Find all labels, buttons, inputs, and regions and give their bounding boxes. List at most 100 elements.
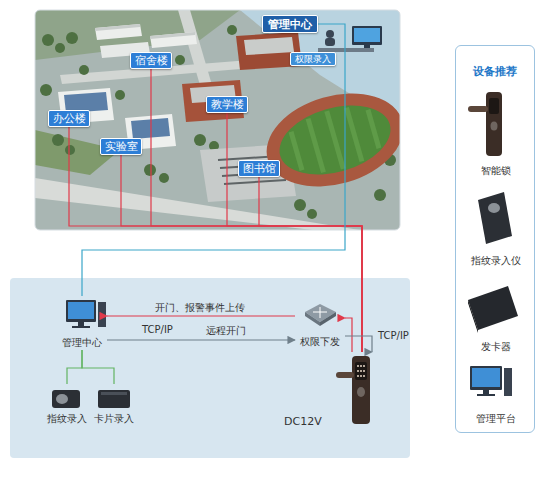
art-part — [363, 370, 365, 372]
art-part — [79, 65, 89, 75]
art-part — [52, 390, 80, 408]
art-part — [256, 78, 400, 201]
node-label: 卡片录入 — [94, 412, 134, 426]
node-label: 设备推荐 — [456, 64, 534, 79]
art-part — [224, 180, 286, 184]
node-label: 智能锁 — [481, 164, 511, 178]
art-part — [244, 37, 294, 55]
art-part — [489, 98, 499, 114]
art-part — [68, 302, 94, 319]
art-part — [470, 366, 502, 390]
art-part — [150, 32, 195, 39]
edge-label: 开门、报警事件上传 — [155, 301, 245, 315]
building-tag: 办公楼 — [48, 110, 90, 127]
art-part — [357, 375, 359, 377]
connector — [107, 339, 295, 340]
art-part — [307, 209, 317, 219]
building-tag: 宿舍楼 — [130, 52, 172, 69]
node-label: 宿舍楼 — [135, 53, 168, 68]
connector — [121, 155, 362, 352]
art-part — [347, 108, 362, 162]
protocol-label: TCP/IP — [142, 324, 173, 335]
art-part — [98, 390, 130, 408]
connector — [345, 336, 372, 352]
art-part — [327, 111, 344, 169]
art-part — [72, 326, 90, 328]
art-part — [325, 38, 335, 46]
art-part — [294, 199, 306, 211]
art-part — [357, 370, 359, 372]
card-reader-icon — [98, 390, 130, 408]
connector — [67, 350, 82, 384]
node-label: 管理平台 — [476, 412, 516, 426]
art-part — [159, 173, 169, 183]
art-part — [320, 312, 336, 326]
art-part — [305, 312, 320, 326]
art-part — [352, 26, 382, 45]
art-part — [354, 28, 380, 42]
art-part — [504, 368, 512, 396]
art-part — [468, 106, 488, 112]
card-node: 卡片录入 — [92, 384, 136, 426]
art-part — [291, 132, 302, 170]
art-part — [352, 356, 370, 424]
node-label: 教学楼 — [211, 97, 244, 112]
art-part — [78, 322, 84, 326]
art-part — [360, 375, 362, 377]
art-part — [308, 119, 323, 173]
node-label: 权限下发 — [300, 335, 340, 349]
art-part — [320, 307, 321, 318]
art-part — [363, 365, 365, 367]
art-part — [357, 365, 359, 367]
art-part — [305, 304, 336, 322]
node-label: DC12V — [284, 415, 322, 428]
art-part — [468, 300, 478, 333]
art-part — [374, 189, 386, 201]
product-item: 智能锁 — [461, 86, 531, 178]
building-tag: 教学楼 — [206, 96, 248, 113]
connector — [151, 69, 362, 352]
art-part — [355, 362, 367, 380]
connector — [69, 127, 362, 352]
art-part — [150, 32, 197, 48]
art-part — [491, 122, 498, 131]
art-part — [115, 90, 125, 100]
art-part — [66, 300, 96, 322]
connector — [82, 24, 345, 296]
art-part — [52, 134, 64, 146]
node-label: 发卡器 — [481, 340, 511, 354]
art-part — [357, 387, 365, 397]
panel-card-issuer-icon — [468, 286, 518, 333]
fingerprint-node: 指纹录入 — [45, 384, 89, 426]
art-part — [218, 156, 286, 184]
art-part — [368, 110, 379, 148]
art-part — [357, 365, 365, 377]
product-item: 管理平台 — [461, 360, 531, 426]
smart-lock-icon — [336, 356, 370, 424]
product-item: 发卡器 — [461, 274, 531, 354]
switch-icon — [305, 304, 336, 326]
art-part — [326, 30, 334, 38]
protocol-label: TCP/IP — [378, 330, 409, 341]
art-part — [175, 55, 185, 65]
art-part — [486, 92, 502, 156]
node-label: 指纹录入仪 — [471, 254, 521, 268]
art-part — [227, 25, 237, 35]
art-part — [95, 24, 140, 31]
art-part — [360, 365, 362, 367]
art-part — [95, 24, 142, 40]
node-label: 指纹录入 — [47, 412, 87, 426]
art-part — [194, 134, 206, 146]
pc-node: 管理中心 — [57, 296, 107, 350]
art-part — [478, 192, 512, 244]
lock-node: DC12V — [340, 352, 384, 428]
art-part — [288, 100, 381, 180]
panel-monitor-icon — [470, 366, 512, 396]
connector — [107, 315, 295, 316]
art-part — [336, 372, 354, 378]
node-label: 权限录入 — [295, 53, 331, 66]
network-band — [10, 278, 410, 458]
art-part — [144, 164, 156, 176]
